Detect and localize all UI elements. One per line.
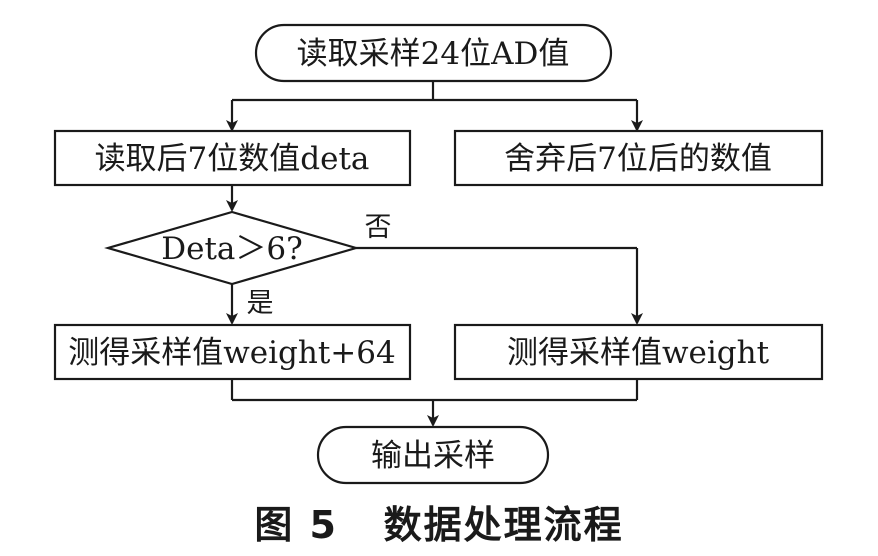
start-label: 读取采样24位AD值 xyxy=(297,36,570,72)
end-label: 输出采样 xyxy=(371,438,495,474)
end-terminator xyxy=(316,425,550,485)
yes-label: 是 xyxy=(247,288,274,319)
discard-low-bits-box xyxy=(453,129,824,187)
weight-plus-box xyxy=(53,323,412,381)
figure-caption: 图 5 数据处理流程 xyxy=(254,503,624,547)
flowchart-diagram: 读取采样24位AD值 读取后7位数值deta 舍弃后7位后的数值 Deta＞6?… xyxy=(53,23,824,485)
discard-low-bits-label: 舍弃后7位后的数值 xyxy=(504,141,772,177)
read-low-bits-label: 读取后7位数值deta xyxy=(95,141,370,177)
weight-label: 测得采样值weight xyxy=(507,335,770,371)
weight-plus-label: 测得采样值weight+64 xyxy=(68,335,395,371)
no-label: 否 xyxy=(365,212,392,243)
decision-label: Deta＞6? xyxy=(161,231,302,267)
weight-box xyxy=(453,323,824,381)
